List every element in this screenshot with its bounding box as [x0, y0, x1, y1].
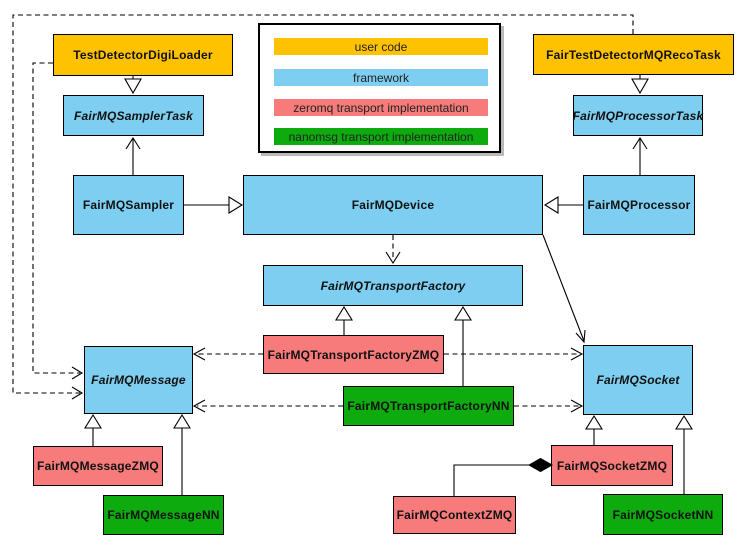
edge-tfzmq-message [192, 347, 263, 361]
edge-tfnn-transportfactory [454, 305, 472, 386]
node-fair-test-detector-mq-reco-task: FairTestDetectorMQRecoTask [533, 34, 734, 75]
edge-device-socket [542, 234, 586, 344]
node-fairmq-socket: FairMQSocket [583, 345, 693, 415]
edge-messagenn-message [173, 413, 191, 495]
edge-processor-device [543, 196, 583, 214]
edge-recotask-processortask [631, 75, 649, 95]
node-fairmq-message: FairMQMessage [84, 346, 193, 414]
edge-tfzmq-socket [444, 347, 584, 361]
node-fairmq-sampler-task: FairMQSamplerTask [63, 95, 204, 136]
node-fairmq-message-nn: FairMQMessageNN [103, 495, 224, 535]
node-fairmq-sampler: FairMQSampler [73, 175, 184, 235]
node-fairmq-socket-zmq: FairMQSocketZMQ [551, 445, 673, 486]
node-fairmq-socket-nn: FairMQSocketNN [603, 494, 723, 535]
node-fairmq-transport-factory-zmq: FairMQTransportFactoryZMQ [263, 335, 444, 374]
node-fairmq-message-zmq: FairMQMessageZMQ [33, 446, 163, 486]
legend-item-user-code: user code [274, 38, 488, 55]
node-fairmq-context-zmq: FairMQContextZMQ [393, 496, 516, 534]
edge-processor-processortask [632, 136, 648, 175]
legend-item-zeromq: zeromq transport implementation [274, 99, 488, 116]
edge-socketnn-socket [675, 414, 693, 494]
edge-sampler-device [184, 196, 244, 214]
legend-item-nanomsg: nanomsg transport implementation [274, 128, 488, 145]
edge-contextzmq-socketzmq [453, 457, 554, 496]
edge-tfnn-message [192, 399, 343, 413]
node-fairmq-transport-factory: FairMQTransportFactory [263, 265, 523, 306]
edge-digiloader-samplertask [124, 76, 142, 95]
node-test-detector-digi-loader: TestDetectorDigiLoader [53, 34, 233, 76]
edge-tfzmq-transportfactory [335, 305, 353, 335]
edge-device-transportfactory [385, 235, 401, 265]
edge-tfnn-socket [514, 399, 584, 413]
edge-sampler-samplertask [125, 136, 141, 175]
node-fairmq-processor-task: FairMQProcessorTask [573, 95, 703, 136]
legend-box: user code framework zeromq transport imp… [258, 23, 501, 153]
edge-socketzmq-socket [585, 414, 603, 445]
node-fairmq-device: FairMQDevice [243, 175, 543, 235]
legend-item-framework: framework [274, 69, 488, 86]
node-fairmq-transport-factory-nn: FairMQTransportFactoryNN [343, 386, 514, 426]
node-fairmq-processor: FairMQProcessor [583, 175, 695, 235]
edge-messagezmq-message [84, 413, 102, 446]
